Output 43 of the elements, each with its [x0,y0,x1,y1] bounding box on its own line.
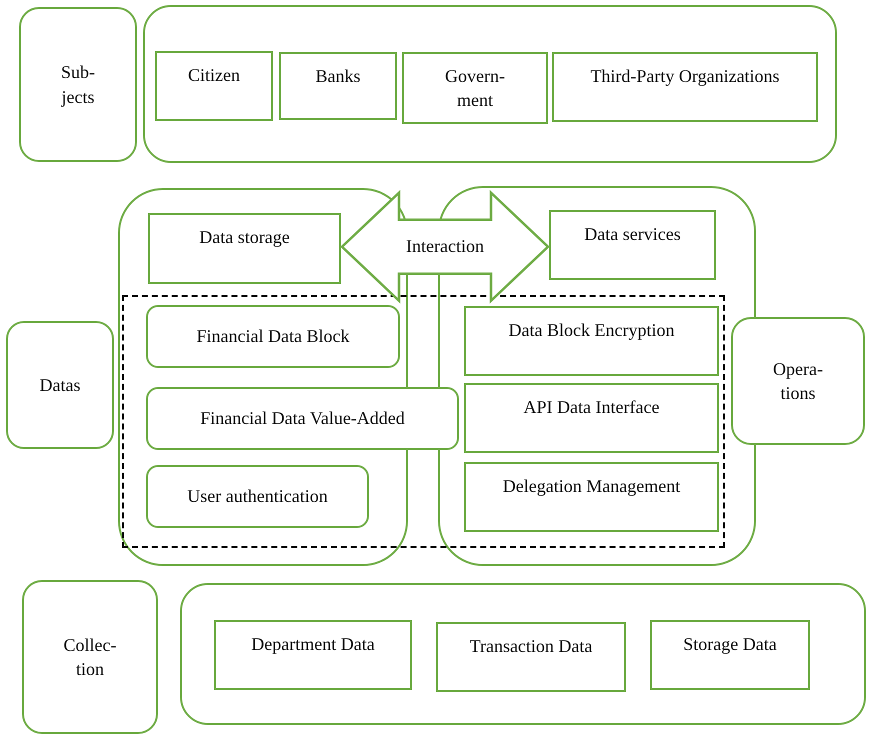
node-label: Banks [316,65,360,88]
process-box [464,462,719,532]
node-label: Data services [584,223,681,246]
group-panel [118,188,408,566]
process-box [464,306,719,376]
node-label: Citizen [188,64,240,87]
node-label: Datas [40,374,80,397]
node-label: Collec- tion [64,634,116,681]
node-label: Financial Data Value-Added [200,407,405,430]
process-box [402,52,548,124]
process-box [650,620,810,690]
node-label: Sub- jects [60,61,95,109]
rounded-box [146,387,459,450]
process-box [155,51,273,121]
rounded-box [146,305,400,368]
process-box [148,213,341,284]
process-box [214,620,412,690]
process-box [464,383,719,453]
node-label: Govern- ment [445,65,505,112]
edge-label: Interaction [406,236,484,258]
rounded-box [731,317,865,445]
node-label: User authentication [187,485,328,508]
node-label: Third-Party Organizations [590,65,780,88]
rounded-box [6,321,114,449]
node-label: Data storage [199,226,290,249]
process-box [552,52,818,122]
node-label: Transaction Data [470,635,592,658]
node-label: Data Block Encryption [508,319,674,342]
double-block-arrow [340,190,550,304]
node-label: Storage Data [683,633,777,656]
rounded-box [22,580,158,734]
process-box [279,52,397,120]
group-panel [143,5,837,163]
node-label: Financial Data Block [196,325,350,348]
group-panel [180,583,866,725]
rounded-box [19,7,137,162]
node-label: Department Data [251,633,375,656]
node-label: Delegation Management [502,475,680,498]
rounded-box [146,465,369,528]
node-label: Opera- tions [773,358,823,405]
process-box [436,622,626,692]
process-box [549,210,716,280]
node-label: API Data Interface [524,396,660,419]
